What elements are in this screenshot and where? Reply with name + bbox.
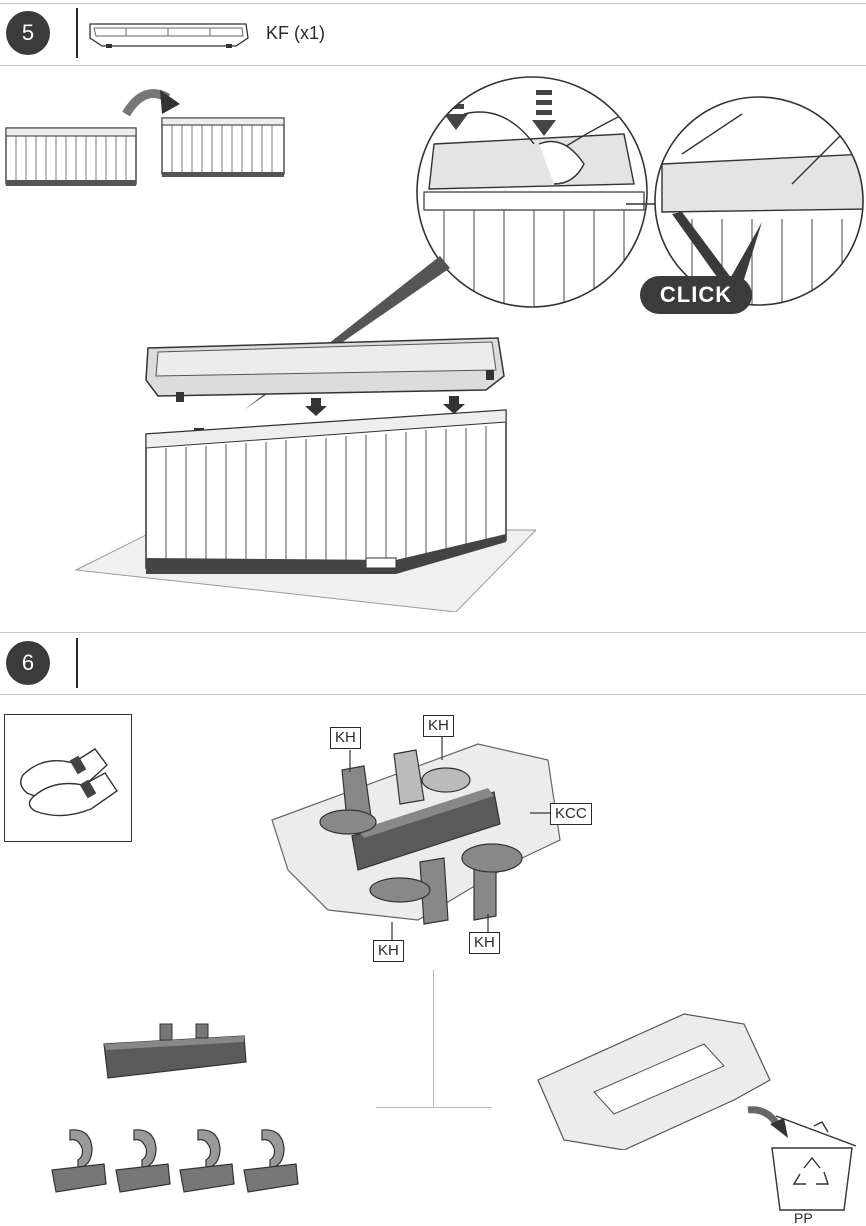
- callout-kh-bottom-right: KH: [469, 932, 500, 954]
- split-vertical-line: [433, 970, 434, 1108]
- callout-leaders: [340, 736, 560, 946]
- storage-box-lid-assembly: [66, 330, 536, 612]
- recycle-material-label: PP: [794, 1210, 813, 1226]
- kh-part-1: [48, 1126, 110, 1196]
- callout-kh-top-left: KH: [330, 727, 361, 749]
- kh-part-4: [240, 1126, 302, 1196]
- gloves-panel: [4, 714, 132, 842]
- step-6-header-divider: [0, 694, 866, 695]
- step-6-top-divider: [0, 632, 866, 633]
- flip-arrow-icon: [120, 84, 184, 120]
- click-label: CLICK: [660, 282, 732, 308]
- box-flip-after: [160, 116, 288, 180]
- step-5-header-divider: [0, 65, 866, 66]
- step-6-separator: [76, 638, 78, 688]
- empty-tray: [534, 1010, 774, 1150]
- recycle-bin-icon: [766, 1112, 862, 1212]
- box-flip-before: [4, 124, 140, 190]
- step-6-number: 6: [22, 650, 34, 676]
- click-badge: CLICK: [640, 276, 752, 314]
- kcc-part: [100, 1022, 250, 1082]
- top-divider: [0, 3, 866, 4]
- split-horizontal-line: [376, 1107, 492, 1108]
- kh-part-2: [112, 1126, 174, 1196]
- step-5-number: 5: [22, 20, 34, 46]
- lid-part-icon: [86, 18, 252, 50]
- callout-kh-bottom-left: KH: [373, 940, 404, 962]
- step-6-badge: 6: [6, 641, 50, 685]
- step-5-badge: 5: [6, 11, 50, 55]
- callout-kcc: KCC: [550, 803, 592, 825]
- kh-part-3: [176, 1126, 238, 1196]
- callout-kh-top-right: KH: [423, 715, 454, 737]
- gloves-icon: [13, 735, 123, 821]
- part-label-kf: KF (x1): [266, 23, 325, 44]
- step-5-separator: [76, 8, 78, 58]
